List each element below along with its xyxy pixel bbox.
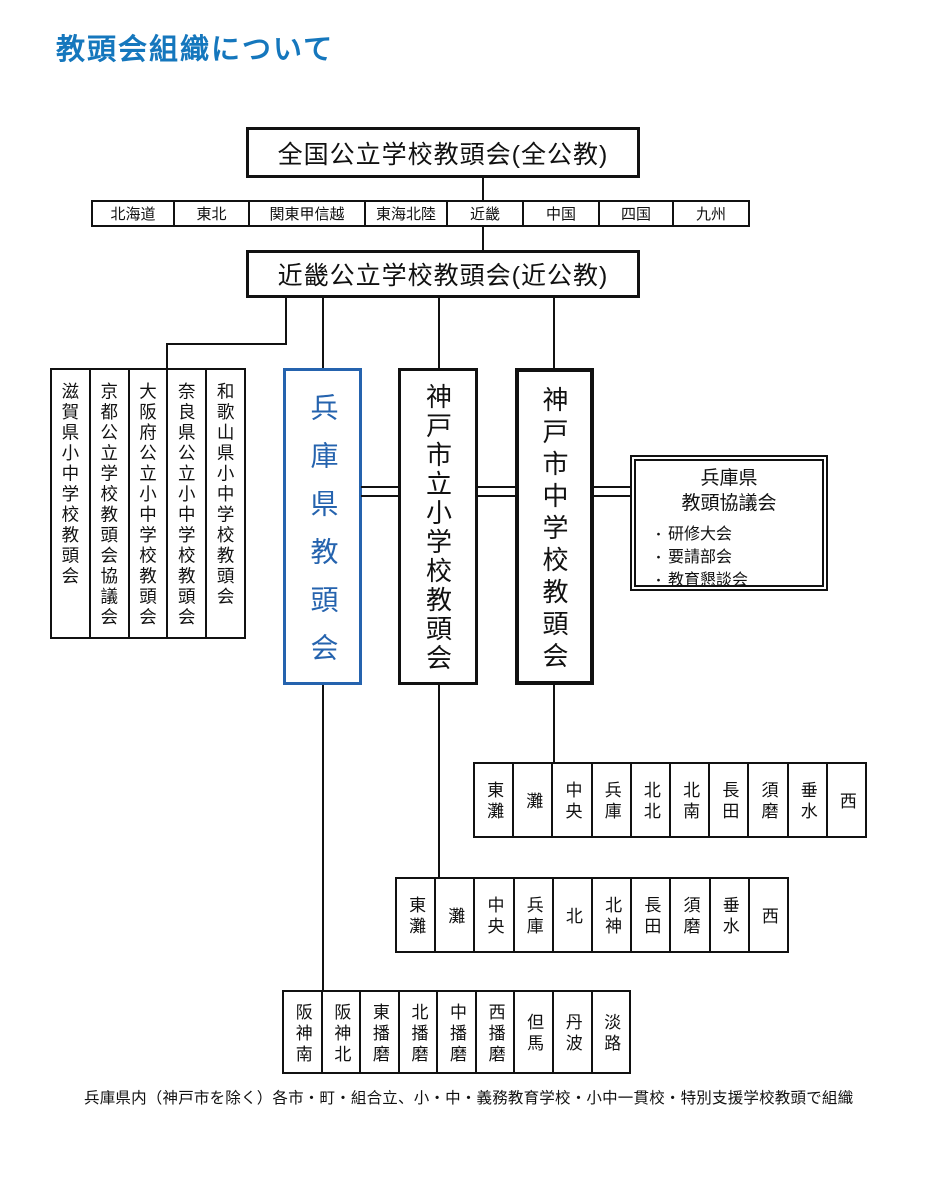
prefecture-cell: 奈良県公立小中学校教頭会 xyxy=(168,370,208,637)
double-connector xyxy=(361,486,399,497)
council-item: ・ 研修大会 xyxy=(652,526,733,544)
district-cell: 北 xyxy=(554,879,594,951)
district-cell: 中央 xyxy=(475,879,515,951)
council-box: 兵庫県 教頭協議会 ・ 研修大会 ・ 要請部会 ・ 教育懇談会 xyxy=(630,455,828,591)
district-cell: 北北 xyxy=(632,764,672,836)
prefecture-cell: 和歌山県小中学校教頭会 xyxy=(215,382,236,608)
district-cell: 須磨 xyxy=(749,764,789,836)
double-connector xyxy=(593,486,631,497)
double-connector xyxy=(477,486,516,497)
connector-line xyxy=(553,296,555,368)
footer-note: 兵庫県内（神戸市を除く）各市・町・組合立、小・中・義務教育学校・小中一貫校・特別… xyxy=(84,1090,854,1107)
connector-line xyxy=(438,685,440,877)
kobe-elementary-label: 神戸市立小学校教頭会 xyxy=(422,383,453,673)
district-cell: 丹波 xyxy=(554,992,593,1072)
district-cell: 西 xyxy=(836,791,856,813)
council-item: ・ 要請部会 xyxy=(652,548,733,566)
bullet-icon: ・ xyxy=(652,550,666,565)
district-cell: 北南 xyxy=(671,764,711,836)
junior-district-row: 東灘 灘 中央 兵庫 北北 北南 長田 須磨 垂水 西 xyxy=(473,762,867,838)
connector-line xyxy=(166,343,287,345)
district-cell: 阪神南 xyxy=(284,992,323,1072)
connector-line xyxy=(285,296,287,345)
region-cell: 九州 xyxy=(695,206,726,223)
region-cell: 中国 xyxy=(524,202,600,225)
connector-line xyxy=(438,296,440,368)
hyogo-box: 兵庫県教頭会 xyxy=(283,368,362,685)
connector-line xyxy=(166,345,168,368)
district-cell: 垂水 xyxy=(711,879,750,951)
bullet-icon: ・ xyxy=(652,572,666,588)
prefecture-group: 滋賀県小中学校教頭会 京都公立学校教頭会協議会 大阪府公立小中学校教頭会 奈良県… xyxy=(50,368,246,639)
national-box: 全国公立学校教頭会(全公教) xyxy=(246,127,640,178)
district-cell: 西 xyxy=(758,906,778,928)
council-list: ・ 研修大会 ・ 要請部会 ・ 教育懇談会 xyxy=(636,523,822,592)
region-cell: 東北 xyxy=(175,202,250,225)
kinki-box: 近畿公立学校教頭会(近公教) xyxy=(246,250,640,298)
prefecture-cell: 京都公立学校教頭会協議会 xyxy=(91,370,130,637)
prefecture-cell: 滋賀県小中学校教頭会 xyxy=(52,370,91,637)
district-cell: 淡路 xyxy=(601,1013,621,1055)
national-box-label: 全国公立学校教頭会(全公教) xyxy=(277,140,609,169)
district-cell: 東灘 xyxy=(397,879,437,951)
district-cell: 兵庫 xyxy=(515,879,554,951)
region-cell: 四国 xyxy=(600,202,674,225)
region-cell: 東海北陸 xyxy=(366,202,448,225)
district-cell: 西播磨 xyxy=(477,992,516,1072)
elementary-district-row: 東灘 灘 中央 兵庫 北 北神 長田 須磨 垂水 西 xyxy=(395,877,789,953)
district-cell: 垂水 xyxy=(789,764,828,836)
district-cell: 灘 xyxy=(436,879,476,951)
kobe-elementary-box: 神戸市立小学校教頭会 xyxy=(398,368,478,685)
connector-line xyxy=(322,685,324,990)
district-cell: 長田 xyxy=(710,764,750,836)
council-item: ・ 教育懇談会 xyxy=(652,571,749,589)
region-cell: 関東甲信越 xyxy=(250,202,366,225)
kobe-junior-box: 神戸市中学校教頭会 xyxy=(515,368,594,685)
district-cell: 東播磨 xyxy=(361,992,400,1072)
hyogo-box-label: 兵庫県教頭会 xyxy=(307,392,339,681)
district-cell: 阪神北 xyxy=(323,992,362,1072)
district-cell: 中播磨 xyxy=(438,992,477,1072)
prefecture-cell: 大阪府公立小中学校教頭会 xyxy=(130,370,169,637)
council-title: 兵庫県 教頭協議会 xyxy=(681,468,777,515)
connector-line xyxy=(322,296,324,368)
bullet-icon: ・ xyxy=(652,527,666,543)
district-cell: 北播磨 xyxy=(400,992,439,1072)
kobe-junior-label: 神戸市中学校教頭会 xyxy=(539,385,569,674)
region-cell: 北海道 xyxy=(93,202,175,225)
hyogo-district-row: 阪神南 阪神北 東播磨 北播磨 中播磨 西播磨 但馬 丹波 淡路 xyxy=(282,990,631,1074)
district-cell: 但馬 xyxy=(515,992,554,1072)
page-title: 教頭会組織について xyxy=(56,34,335,66)
connector-line xyxy=(482,224,484,251)
kinki-box-label: 近畿公立学校教頭会(近公教) xyxy=(277,262,609,290)
district-cell: 須磨 xyxy=(671,879,711,951)
district-cell: 東灘 xyxy=(475,764,515,836)
region-row: 北海道 東北 関東甲信越 東海北陸 近畿 中国 四国 九州 xyxy=(91,200,750,227)
district-cell: 中央 xyxy=(553,764,593,836)
district-cell: 長田 xyxy=(632,879,672,951)
region-cell: 近畿 xyxy=(448,202,524,225)
district-cell: 北神 xyxy=(593,879,633,951)
connector-line xyxy=(553,685,555,762)
connector-line xyxy=(482,177,484,200)
district-cell: 灘 xyxy=(514,764,554,836)
district-cell: 兵庫 xyxy=(593,764,632,836)
